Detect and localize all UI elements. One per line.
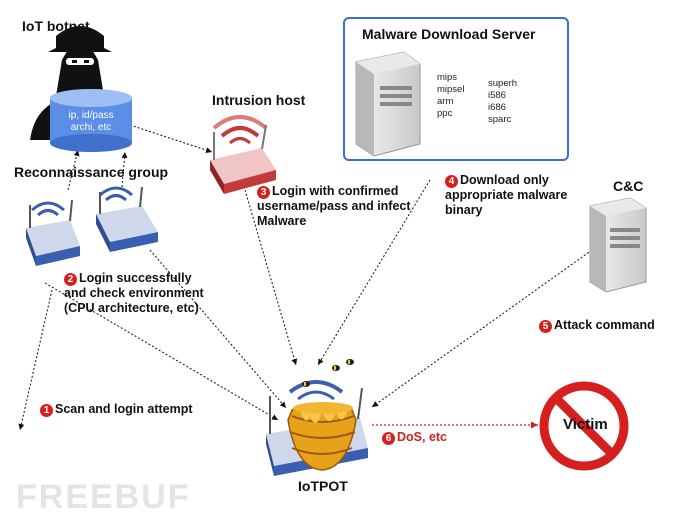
server-icon-cnc xyxy=(589,197,647,293)
step-5-number: 5 xyxy=(539,320,552,333)
arch-list-1: mips mipsel arm ppc xyxy=(437,72,465,119)
step-2-number: 2 xyxy=(64,273,77,286)
arrow-cnc-to-iotpot xyxy=(371,249,593,408)
step-1-number: 1 xyxy=(40,404,53,417)
label-reconnaissance-group: Reconnaissance group xyxy=(14,164,169,180)
arrow-db-to-intrusion xyxy=(129,124,213,153)
label-iot-botnet: IoT botnet xyxy=(22,18,90,34)
arrow-router2-to-iotpot xyxy=(149,249,287,409)
wifi-router-icon-1 xyxy=(26,199,80,266)
database-label: ip, id/pass archi, etc xyxy=(68,110,114,133)
label-intrusion-host: Intrusion host xyxy=(212,92,306,108)
arrow-server-to-iotpot xyxy=(317,179,431,366)
step-3-number: 3 xyxy=(257,186,270,199)
label-iotpot: IoTPOT xyxy=(298,478,348,494)
prohibited-icon xyxy=(539,381,629,471)
wifi-router-icon-2 xyxy=(96,186,158,252)
step-4-number: 4 xyxy=(445,175,458,188)
arch-list-2: superh i586 i686 sparc xyxy=(488,78,518,125)
watermark: FREEBUF xyxy=(16,478,191,516)
arrow-scan-to-iotpot xyxy=(44,282,279,421)
database-icon xyxy=(50,89,132,152)
arrow-router2-to-db xyxy=(121,151,128,188)
label-victim: Victim xyxy=(563,416,608,433)
step-6-number: 6 xyxy=(382,432,395,445)
arrow-router1-to-db xyxy=(67,149,80,191)
server-icon-malware xyxy=(355,51,421,157)
wifi-router-icon-intrusion xyxy=(210,115,276,194)
label-malware-download-server: Malware Download Server xyxy=(362,26,536,42)
honeypot-icon xyxy=(266,359,368,476)
label-cnc: C&C xyxy=(613,178,644,194)
